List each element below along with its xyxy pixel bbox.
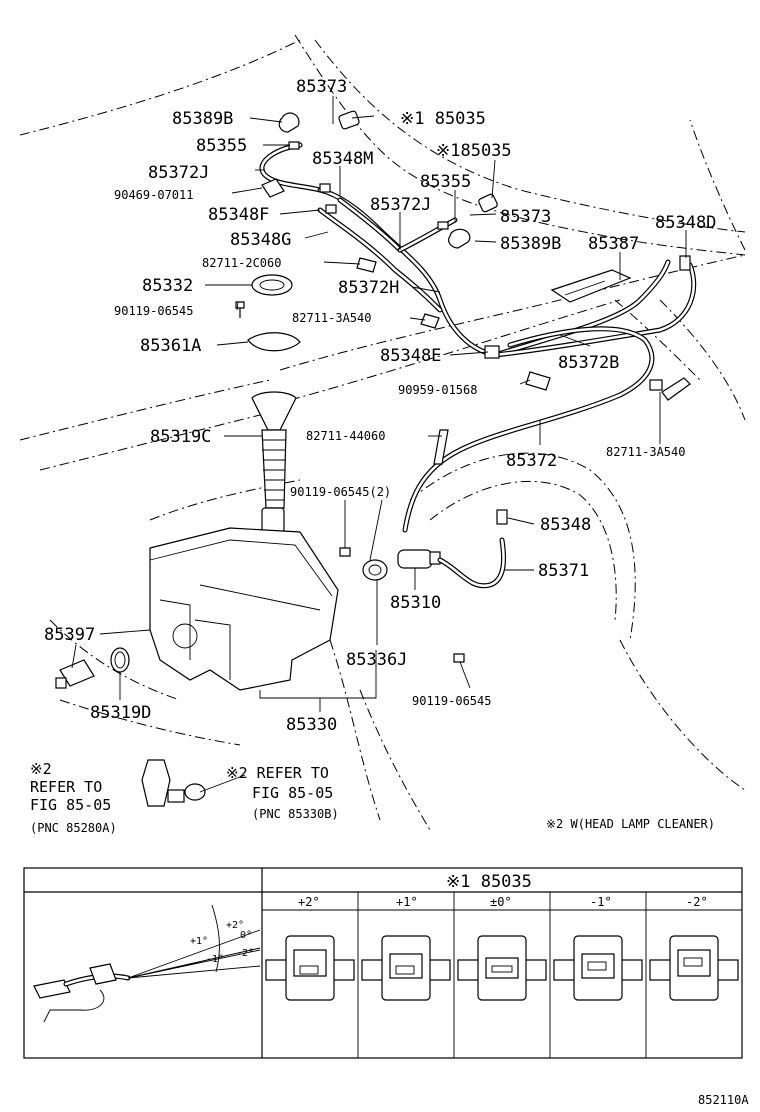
label-82711-2c060: 82711-2C060 <box>202 256 281 270</box>
label-85389b-top: 85389B <box>172 109 233 129</box>
nozzle-view-zero <box>457 935 547 1001</box>
label-85389b-mid: 85389B <box>500 234 561 254</box>
label-82711-3a540-b: 82711-3A540 <box>606 445 685 459</box>
label-85372j-left: 85372J <box>148 163 209 183</box>
upper-hose-assembly <box>235 110 697 533</box>
col-plus2: +2° <box>298 895 320 909</box>
label-85310: 85310 <box>390 593 441 613</box>
label-85319d: 85319D <box>90 703 151 723</box>
angle-zero: 0° <box>240 930 252 941</box>
note-refer-right-3: (PNC 85330B) <box>252 807 339 821</box>
label-85348g: 85348G <box>230 230 291 250</box>
label-85387: 85387 <box>588 234 639 254</box>
col-minus2: -2° <box>686 895 708 909</box>
label-85361a: 85361A <box>140 336 201 356</box>
label-85372: 85372 <box>506 451 557 471</box>
label-85355-mid: 85355 <box>420 172 471 192</box>
label-85332: 85332 <box>142 276 193 296</box>
label-85348f: 85348F <box>208 205 269 225</box>
nozzle-view-plus1 <box>361 935 451 1001</box>
nozzle-view-minus1 <box>553 935 643 1001</box>
label-85348m: 85348M <box>312 149 373 169</box>
table-header: ※1 85035 <box>446 872 532 892</box>
note-refer-right-1: ※2 REFER TO <box>226 764 329 782</box>
figure-code: 852110A <box>698 1093 749 1107</box>
note-mark-left: ※2 <box>30 760 52 778</box>
label-90959: 90959-01568 <box>398 383 477 397</box>
note-refer-right-2: FIG 85-05 <box>252 784 333 802</box>
col-plus1: +1° <box>396 895 418 909</box>
reference-notes: ※2 REFER TO FIG 85-05 (PNC 85280A) ※2 RE… <box>30 760 715 835</box>
label-85348e: 85348E <box>380 346 441 366</box>
washer-tank-assembly <box>55 391 508 807</box>
label-85035-a: ※1 85035 <box>400 109 486 129</box>
label-90469: 90469-07011 <box>114 188 193 202</box>
note-refer-left-1: REFER TO <box>30 778 102 796</box>
note-refer-left-2: FIG 85-05 <box>30 796 111 814</box>
label-82711-3a540-a: 82711-3A540 <box>292 311 371 325</box>
part-labels: 85373 85389B ※1 85035 85355 ※185035 8534… <box>44 77 716 735</box>
angle-plus1: +1° <box>190 936 208 947</box>
label-85373-top: 85373 <box>296 77 347 97</box>
label-85397: 85397 <box>44 625 95 645</box>
label-85330: 85330 <box>286 715 337 735</box>
label-90119-a: 90119-06545 <box>114 304 193 318</box>
nozzle-angle-illustration: +2° +1° 0° -1° -2° <box>33 904 261 1023</box>
angle-plus2: +2° <box>226 920 244 931</box>
nozzle-angle-table: ※1 85035 +2° +1° ±0° -1° -2° +2° +1° 0° … <box>23 867 743 1059</box>
label-85372b: 85372B <box>558 353 619 373</box>
label-85373-mid: 85373 <box>500 207 551 227</box>
angle-minus2: -2° <box>236 948 254 959</box>
label-85372h: 85372H <box>338 278 399 298</box>
leader-lines <box>71 96 687 793</box>
angle-minus1: -1° <box>206 954 224 965</box>
label-90119-b: 90119-06545 <box>412 694 491 708</box>
note-refer-left-3: (PNC 85280A) <box>30 821 117 835</box>
label-85348: 85348 <box>540 515 591 535</box>
label-85035-b: ※185035 <box>436 141 512 161</box>
nozzle-view-minus2 <box>649 935 739 1001</box>
col-minus1: -1° <box>590 895 612 909</box>
label-90119-2: 90119-06545(2) <box>290 485 391 499</box>
label-85371: 85371 <box>538 561 589 581</box>
label-85336j: 85336J <box>346 650 407 670</box>
label-85355-top: 85355 <box>196 136 247 156</box>
nozzle-view-plus2 <box>265 935 355 1001</box>
footnote-headlamp-cleaner: ※2 W(HEAD LAMP CLEANER) <box>546 817 715 831</box>
label-85348d: 85348D <box>655 213 716 233</box>
col-zero: ±0° <box>490 895 512 909</box>
label-85319c: 85319C <box>150 427 211 447</box>
label-85372j-mid: 85372J <box>370 195 431 215</box>
label-82711-44060: 82711-44060 <box>306 429 385 443</box>
